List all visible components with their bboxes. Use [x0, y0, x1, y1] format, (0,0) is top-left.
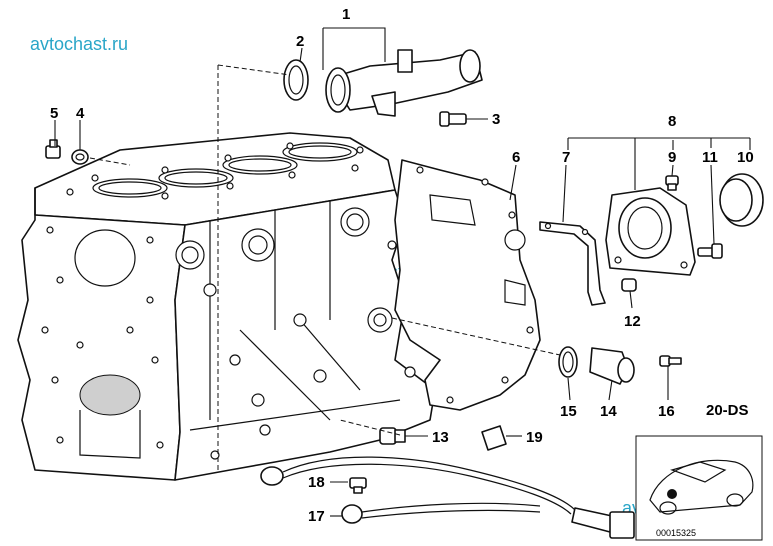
part-7-gasket	[539, 221, 606, 306]
callout-7: 7	[562, 149, 570, 166]
part-6-gasket	[394, 159, 541, 411]
watermark-top-left: avtochast.ru	[30, 34, 128, 54]
knock-sensor-harness	[260, 456, 635, 539]
callout-1: 1	[342, 6, 350, 23]
assembly-line	[217, 64, 291, 76]
part-4-washer	[71, 149, 89, 165]
callout-18: 18	[308, 474, 325, 491]
callout-9: 9	[668, 149, 676, 166]
part-9-bolt	[665, 175, 679, 191]
part-19-cap	[481, 425, 507, 451]
assembly-line	[391, 317, 561, 356]
image-number: 00015325	[656, 528, 696, 538]
leader-lines	[54, 27, 751, 517]
assembly-line	[339, 419, 401, 436]
car-location-inset: 00015325	[635, 435, 763, 541]
part-17-knock-sensor	[341, 504, 363, 524]
part-11-bolt	[697, 243, 723, 259]
engine-block	[17, 132, 436, 481]
callout-4: 4	[76, 105, 85, 122]
part-18-bolt	[349, 477, 367, 494]
part-10-shaft-seal	[719, 173, 764, 227]
part-12-dowel-sleeve	[621, 278, 637, 292]
callout-10: 10	[737, 149, 754, 166]
assembly-line	[89, 157, 131, 166]
callout-13: 13	[432, 429, 449, 446]
callout-11: 11	[702, 149, 718, 166]
part-15-o-ring	[558, 346, 578, 378]
part-5-screw-plug	[45, 139, 61, 159]
part-14-sensor	[589, 347, 635, 385]
callout-3: 3	[492, 111, 500, 128]
callout-2: 2	[296, 33, 304, 50]
callout-19: 19	[526, 429, 543, 446]
callout-16: 16	[658, 403, 675, 420]
engine-location-marker	[667, 489, 677, 499]
diagram-code: 20-DS	[706, 402, 749, 419]
part-13-plug	[379, 427, 406, 445]
callout-8: 8	[668, 113, 676, 130]
part-2-o-ring	[283, 59, 309, 101]
callout-6: 6	[512, 149, 520, 166]
callout-12: 12	[624, 313, 641, 330]
callout-15: 15	[560, 403, 577, 420]
callout-5: 5	[50, 105, 58, 122]
part-8-seal-housing	[605, 187, 696, 276]
part-3-bolt	[439, 111, 467, 127]
part-1-coolant-pipe	[325, 49, 483, 117]
callout-14: 14	[600, 403, 617, 420]
part-16-screw	[659, 355, 682, 367]
callout-17: 17	[308, 508, 325, 525]
